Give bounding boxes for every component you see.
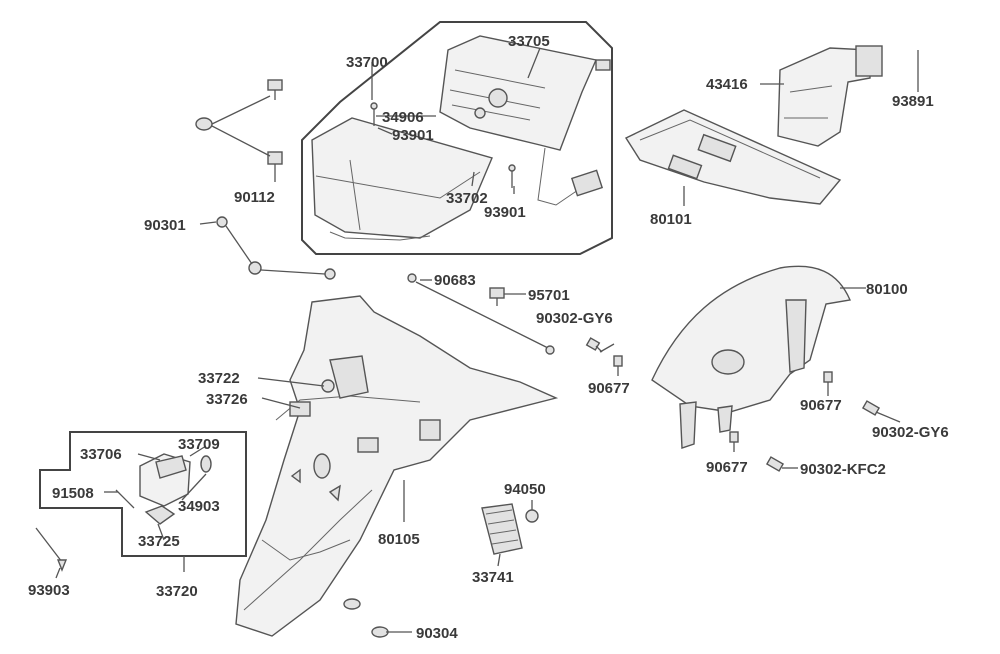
screw-90683 xyxy=(407,273,555,355)
label-90677-right: 90677 xyxy=(800,397,842,414)
screw-91508 xyxy=(115,489,135,509)
label-90304: 90304 xyxy=(416,625,458,642)
screw-93903 xyxy=(35,527,68,572)
carrier-plate-80101 xyxy=(624,109,842,205)
bracket-43416 xyxy=(777,45,883,147)
label-93903: 93903 xyxy=(28,582,70,599)
screw-95701 xyxy=(489,287,505,306)
label-90301: 90301 xyxy=(144,217,186,234)
label-80105: 80105 xyxy=(378,531,420,548)
license-light-bulb xyxy=(200,455,212,473)
label-93891: 93891 xyxy=(892,93,934,110)
label-33741: 33741 xyxy=(472,569,514,586)
label-90302-gy6-left: 90302-GY6 xyxy=(536,310,613,327)
label-33705: 33705 xyxy=(508,33,550,50)
screw-93901-upper xyxy=(370,102,378,126)
label-90683: 90683 xyxy=(434,272,476,289)
label-33722: 33722 xyxy=(198,370,240,387)
bolt-90302-gy6-right xyxy=(861,400,881,416)
label-90677-left: 90677 xyxy=(588,380,630,397)
label-93901-upper: 93901 xyxy=(392,127,434,144)
label-94050: 94050 xyxy=(504,481,546,498)
label-33709: 33709 xyxy=(178,436,220,453)
nut-90677-bottom xyxy=(729,431,739,443)
label-90302-gy6-right: 90302-GY6 xyxy=(872,424,949,441)
label-34903: 34903 xyxy=(178,498,220,515)
label-80100: 80100 xyxy=(866,281,908,298)
label-33706: 33706 xyxy=(80,446,122,463)
license-light-body xyxy=(139,453,191,507)
nut-90677-left xyxy=(613,355,623,367)
label-33726: 33726 xyxy=(206,391,248,408)
label-33700: 33700 xyxy=(346,54,388,71)
nut-90677-right xyxy=(823,371,833,383)
label-90112: 90112 xyxy=(234,189,275,206)
bolt-90302-kfc2 xyxy=(765,456,785,472)
tail-light-housing xyxy=(311,117,493,241)
tail-light-connector xyxy=(570,169,604,197)
label-93901-lower: 93901 xyxy=(484,204,526,221)
bolt-90302-gy6-left xyxy=(585,337,603,353)
reflector-33741 xyxy=(481,503,523,555)
label-80101: 80101 xyxy=(650,211,692,228)
rear-fender-80100 xyxy=(651,265,851,449)
label-33702: 33702 xyxy=(446,190,488,207)
bolt-90301 xyxy=(216,216,336,280)
screw-93901-lower xyxy=(508,164,516,188)
license-light-assembly-frame xyxy=(39,431,247,557)
tail-light-wiring xyxy=(537,147,579,206)
label-90302-kfc2: 90302-KFC2 xyxy=(800,461,886,478)
label-43416: 43416 xyxy=(706,76,748,93)
leader-lines xyxy=(55,47,919,633)
tail-light-assembly-frame xyxy=(301,21,613,255)
label-90677-bottom: 90677 xyxy=(706,459,748,476)
bolt-90112 xyxy=(195,79,283,165)
label-95701: 95701 xyxy=(528,287,570,304)
grommet-90304 xyxy=(343,598,389,638)
label-33725: 33725 xyxy=(138,533,180,550)
label-34906: 34906 xyxy=(382,109,424,126)
nut-94050 xyxy=(525,509,539,523)
tail-lens xyxy=(439,35,597,151)
label-91508: 91508 xyxy=(52,485,94,502)
label-33720: 33720 xyxy=(156,583,198,600)
license-light-lens xyxy=(144,505,176,525)
inner-fender-80105 xyxy=(235,295,559,637)
